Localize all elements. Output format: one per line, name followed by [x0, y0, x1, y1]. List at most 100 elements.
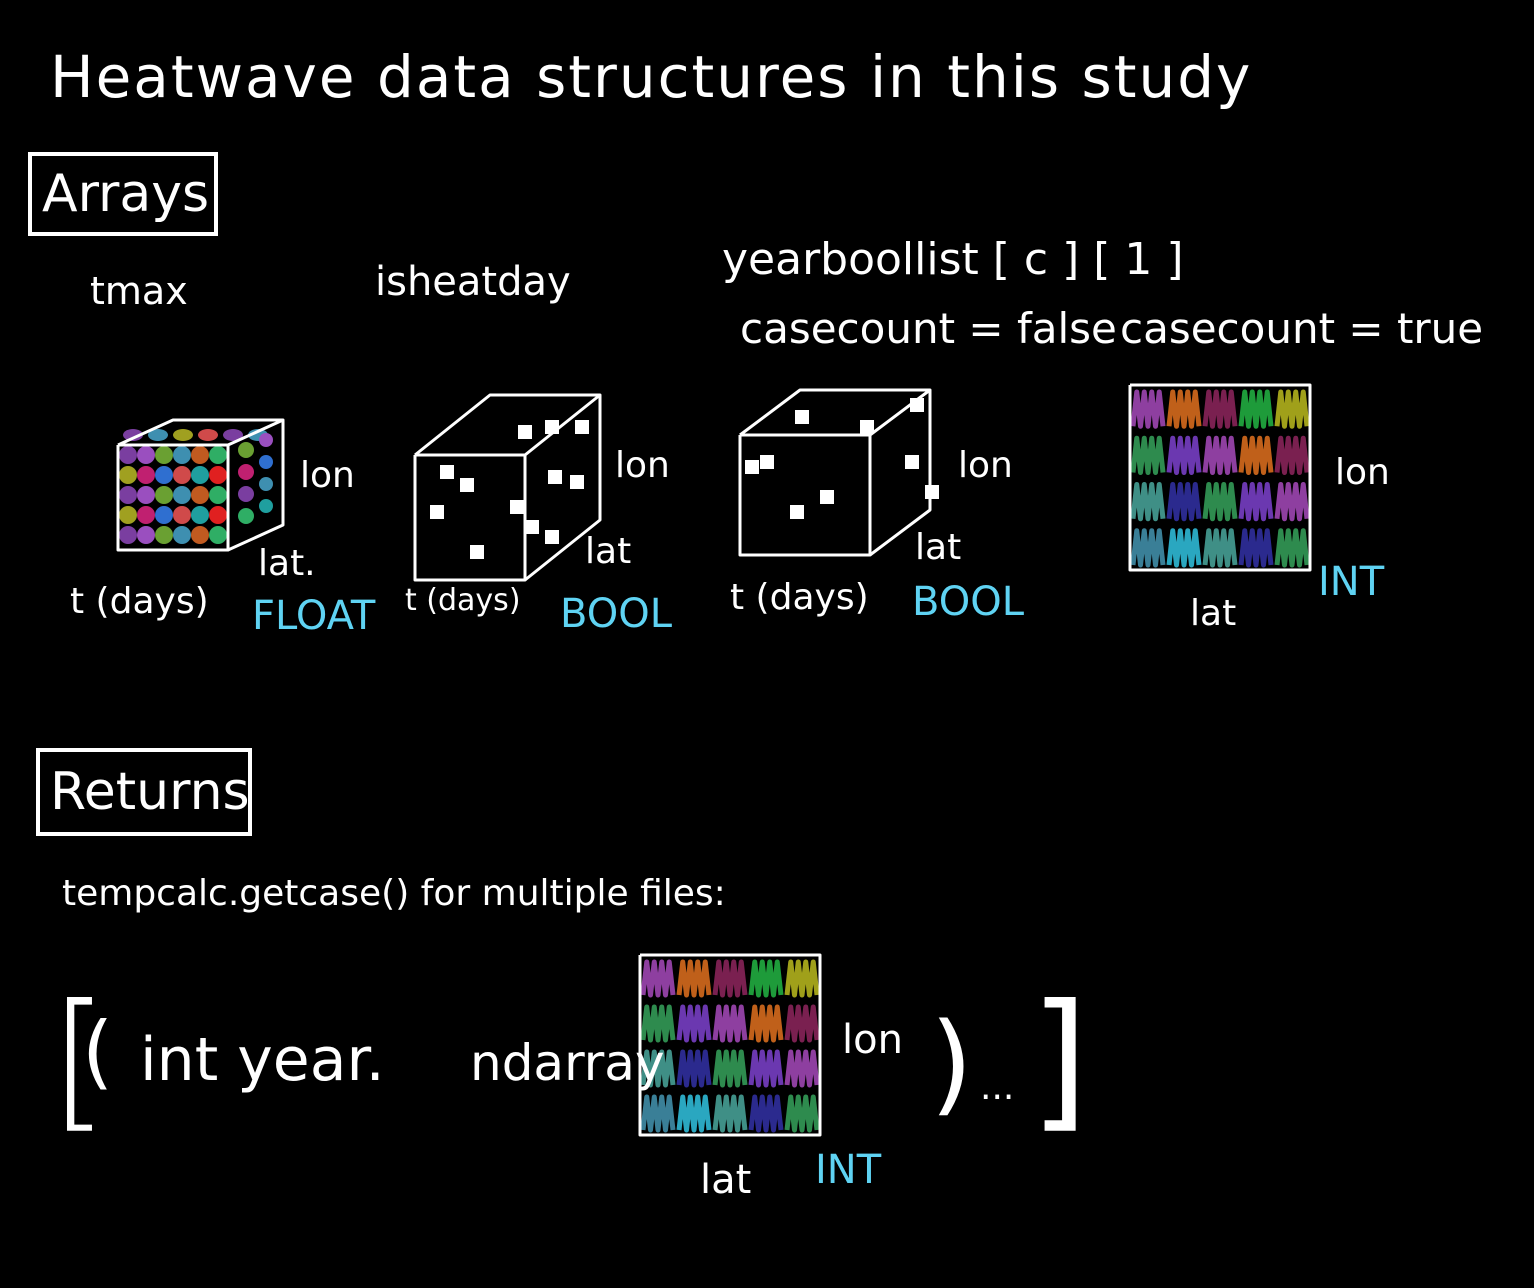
yearbool-true-cell — [925, 485, 939, 499]
returns-int-grid-cell-scribble — [640, 1094, 676, 1133]
arrays-int-grid-frame — [1128, 383, 1312, 572]
tmax-data-blob — [137, 506, 155, 524]
tmax-data-blob — [173, 486, 191, 504]
arrays-int-grid-cell-scribble — [1166, 435, 1202, 475]
arrays-int-grid-cell-scribble — [1202, 528, 1238, 568]
arrays-int-grid-cell-scribble — [1274, 528, 1310, 568]
tmax-data-blob — [173, 466, 191, 484]
isheatday-t-label: t (days) — [405, 583, 521, 618]
tmax-data-blob — [223, 429, 243, 441]
getcase-signature: tempcalc.getcase() for multiple files: — [62, 873, 726, 914]
page-title: Heatwave data structures in this study — [50, 43, 1253, 111]
tmax-data-blob — [191, 486, 209, 504]
grid-lon-label: lon — [1335, 452, 1390, 493]
returns-int-grid-cell-scribble — [748, 1049, 784, 1088]
returns-int-grid-cell-scribble — [676, 959, 712, 998]
isheatday-lat-label: lat — [585, 531, 632, 572]
tmax-t-label: t (days) — [70, 581, 209, 622]
arrays-int-grid-cell-scribble — [1166, 528, 1202, 568]
returns-int-grid-cell-scribble — [676, 1094, 712, 1133]
tmax-data-blob — [137, 486, 155, 504]
arrays-heading-box: Arrays — [28, 152, 218, 236]
tmax-data-blob — [155, 506, 173, 524]
tmax-data-blob — [209, 526, 227, 544]
tmax-data-blob — [148, 429, 168, 441]
yearbool-cube-top — [739, 388, 932, 437]
returns-int-grid-cell-scribble — [712, 1049, 748, 1088]
yearbool-lon-label: lon — [958, 445, 1013, 486]
arrays-heading: Arrays — [42, 164, 210, 224]
returns-int-grid-cell-scribble — [676, 1004, 712, 1043]
list-open-bracket: [ — [50, 973, 109, 1147]
ndarray-label: ndarray — [470, 1034, 665, 1092]
tmax-data-blob — [198, 429, 218, 441]
tmax-data-blob — [238, 486, 254, 502]
tmax-data-blob — [191, 526, 209, 544]
yearbool-true-cell — [795, 410, 809, 424]
isheatday-true-cell — [470, 545, 484, 559]
isheatday-true-cell — [510, 500, 524, 514]
arrays-int-grid-cell-scribble — [1130, 528, 1166, 568]
arrays-int-grid-cell-scribble — [1202, 482, 1238, 522]
tmax-data-blob — [209, 506, 227, 524]
yearbool-cube-side — [869, 390, 932, 557]
tmax-cube-side — [227, 420, 285, 552]
tmax-data-blob — [259, 455, 273, 469]
arrays-int-grid-cell-scribble — [1130, 435, 1166, 475]
arrays-int-grid-cell-scribble — [1274, 482, 1310, 522]
arrays-int-grid-cell-scribble — [1202, 389, 1238, 429]
returns-int-grid-cell-scribble — [712, 1094, 748, 1133]
tmax-data-blob — [238, 508, 254, 524]
list-close-bracket: ] — [1030, 973, 1089, 1147]
tmax-data-blob — [119, 526, 137, 544]
returns-lat-label: lat — [700, 1157, 752, 1203]
yearbool-true-cell — [760, 455, 774, 469]
returns-int-grid-cell-scribble — [784, 1094, 820, 1133]
arrays-int-grid-cell-scribble — [1274, 435, 1310, 475]
returns-int-grid-cell-scribble — [676, 1049, 712, 1088]
isheatday-type-label: BOOL — [560, 591, 672, 637]
tmax-data-blob — [119, 466, 137, 484]
isheatday-true-cell — [548, 470, 562, 484]
tmax-data-blob — [155, 466, 173, 484]
tmax-data-blob — [137, 526, 155, 544]
tmax-data-blob — [137, 466, 155, 484]
tmax-cube-top — [117, 418, 285, 447]
tmax-data-blob — [173, 446, 191, 464]
isheatday-true-cell — [518, 425, 532, 439]
tmax-data-blob — [119, 506, 137, 524]
returns-int-grid-cell-scribble — [640, 1049, 676, 1088]
returns-heading: Returns — [50, 762, 250, 822]
arrays-int-grid-cell-scribble — [1130, 389, 1166, 429]
tmax-lon-label: lon — [300, 455, 355, 496]
grid-type-label: INT — [1318, 559, 1385, 605]
tmax-data-blob — [209, 466, 227, 484]
isheatday-cube-top — [414, 393, 602, 457]
tmax-data-blob — [259, 499, 273, 513]
yearboollist-label: yearboollist [ c ] [ 1 ] — [722, 234, 1184, 285]
isheatday-true-cell — [545, 420, 559, 434]
returns-int-grid-cell-scribble — [748, 1004, 784, 1043]
tmax-data-blob — [209, 446, 227, 464]
arrays-int-grid-cell-scribble — [1238, 435, 1274, 475]
arrays-int-grid-cell-scribble — [1274, 389, 1310, 429]
tmax-data-blob — [259, 433, 273, 447]
ellipsis: ... — [980, 1067, 1015, 1108]
arrays-int-grid-cell-scribble — [1238, 482, 1274, 522]
isheatday-true-cell — [460, 478, 474, 492]
returns-int-grid-cell-scribble — [748, 959, 784, 998]
grid-lat-label: lat — [1190, 593, 1237, 634]
returns-int-grid-cell-scribble — [748, 1094, 784, 1133]
isheatday-true-cell — [545, 530, 559, 544]
returns-int-grid-cell-scribble — [784, 1049, 820, 1088]
tmax-data-blob — [173, 506, 191, 524]
tmax-data-blob — [173, 429, 193, 441]
tmax-data-blob — [209, 486, 227, 504]
arrays-int-grid-cell-scribble — [1238, 389, 1274, 429]
tmax-type-label: FLOAT — [252, 593, 376, 639]
yearbool-true-cell — [790, 505, 804, 519]
tuple-open-paren: ( — [82, 1005, 114, 1098]
yearbool-lat-label: lat — [915, 527, 962, 568]
returns-type-label: INT — [815, 1147, 882, 1193]
